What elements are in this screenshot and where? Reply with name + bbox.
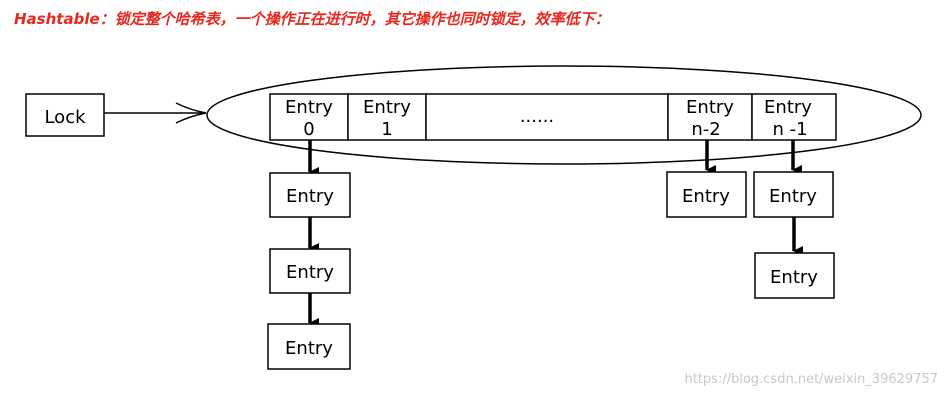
- chain-node: [753, 171, 834, 218]
- lock-scope-ellipse: [206, 65, 922, 165]
- table-cell-n-2-line2: n-2: [691, 119, 720, 140]
- chain-node-label: Entry: [286, 186, 334, 207]
- table-cell-n-1-line1: Entry: [764, 97, 812, 118]
- table-cell-n-1-line2: n -1: [772, 119, 807, 140]
- chain-node: [267, 323, 351, 370]
- chain-node: [666, 171, 747, 218]
- lock-label: Lock: [44, 107, 86, 128]
- chain-node-label: Entry: [682, 186, 730, 207]
- watermark-url: https://blog.csdn.net/weixin_39629757: [684, 372, 938, 387]
- chain-entry-0: Entry Entry Entry: [267, 140, 351, 370]
- chain-entry-n-1: Entry Entry: [753, 140, 835, 299]
- table-cell-ellipsis: [425, 93, 669, 141]
- chain-node: [269, 248, 351, 294]
- chain-node-label: Entry: [770, 267, 818, 288]
- table-cell-1-line2: 1: [381, 119, 392, 140]
- table-cell-1-line1: Entry: [363, 97, 411, 118]
- diagram-title: Hashtable：锁定整个哈希表，一个操作正在进行时，其它操作也同时锁定，效率…: [14, 10, 610, 28]
- table-cell-n-1: [751, 93, 837, 141]
- chain-node-label: Entry: [769, 186, 817, 207]
- chain-entry-n-2: Entry: [666, 140, 747, 218]
- chain-node: [754, 252, 835, 299]
- table-cell-0-line1: Entry: [285, 97, 333, 118]
- hash-table: Entry 0 Entry 1 ...... Entry n-2 Entry n…: [269, 93, 837, 141]
- lock-node: Lock: [25, 93, 105, 137]
- chain-node: [269, 172, 351, 218]
- chain-node-label: Entry: [286, 262, 334, 283]
- table-cell-0-line2: 0: [303, 119, 314, 140]
- table-cell-ellipsis-label: ......: [520, 106, 554, 127]
- chain-node-label: Entry: [285, 338, 333, 359]
- table-cell-n-2-line1: Entry: [686, 97, 734, 118]
- lock-arrow: [104, 102, 207, 124]
- table-cell-1: [347, 93, 427, 141]
